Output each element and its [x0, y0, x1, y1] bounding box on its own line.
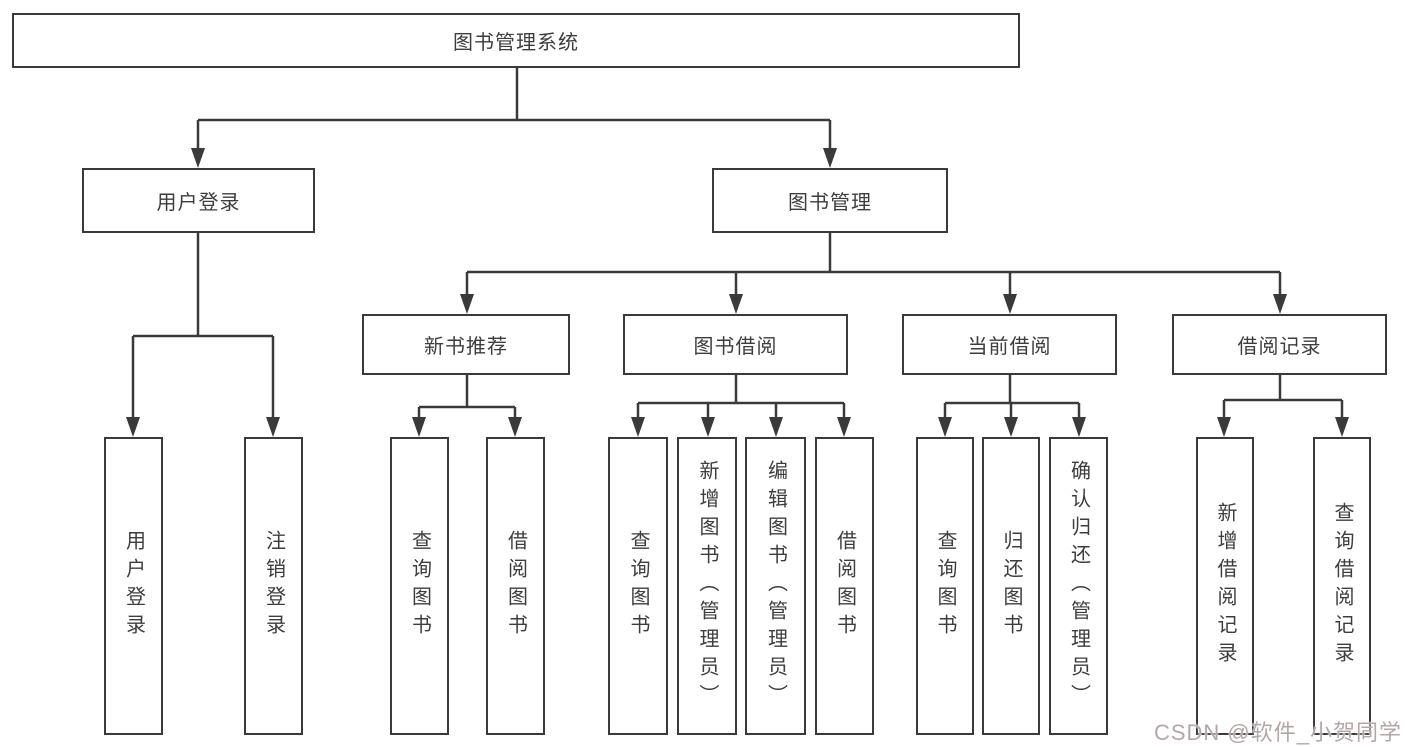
node-label: 图书管理系统	[453, 32, 579, 54]
leaf-label: 归还图书	[1000, 530, 1022, 642]
leaf-confirm-return-admin: 确认归还（管理员）	[1049, 437, 1108, 735]
leaf-query-books-recommend: 查询图书	[390, 437, 449, 735]
leaf-edit-books-admin: 编辑图书（管理员）	[745, 437, 806, 735]
node-book-borrow: 图书借阅	[623, 314, 848, 375]
node-label: 图书管理	[788, 192, 872, 214]
node-new-book-recommend: 新书推荐	[362, 314, 570, 375]
node-user-login: 用户登录	[82, 168, 315, 233]
leaf-user-login: 用户登录	[104, 437, 163, 735]
node-label: 当前借阅	[967, 336, 1052, 358]
node-label: 图书借阅	[693, 336, 778, 358]
leaf-label: 借阅图书	[504, 530, 527, 642]
node-borrow-records: 借阅记录	[1172, 314, 1387, 375]
node-label: 新书推荐	[424, 336, 508, 358]
node-label: 借阅记录	[1237, 336, 1322, 358]
leaf-label: 注销登录	[262, 530, 285, 642]
leaf-query-borrow-record: 查询借阅记录	[1313, 437, 1371, 735]
leaf-add-books-admin: 新增图书（管理员）	[677, 437, 737, 735]
leaf-label: 用户登录	[122, 530, 145, 642]
leaf-logout: 注销登录	[244, 437, 303, 735]
node-current-borrow: 当前借阅	[902, 314, 1117, 375]
node-root-system: 图书管理系统	[12, 13, 1020, 68]
csdn-watermark: CSDN @软件_小贺同学	[1153, 720, 1402, 745]
leaf-return-books: 归还图书	[982, 437, 1040, 735]
leaf-add-borrow-record: 新增借阅记录	[1196, 437, 1254, 735]
leaf-borrow-books: 借阅图书	[815, 437, 874, 735]
leaf-label: 编辑图书（管理员）	[764, 460, 787, 712]
leaf-query-books-current: 查询图书	[916, 437, 974, 735]
leaf-label: 新增图书（管理员）	[696, 460, 718, 712]
leaf-query-books-borrow: 查询图书	[608, 437, 668, 735]
leaf-label: 借阅图书	[833, 530, 856, 642]
node-book-management: 图书管理	[712, 168, 948, 233]
leaf-label: 新增借阅记录	[1214, 502, 1236, 670]
leaf-label: 确认归还（管理员）	[1067, 460, 1090, 712]
leaf-label: 查询借阅记录	[1331, 502, 1353, 670]
leaf-label: 查询图书	[627, 530, 649, 642]
node-label: 用户登录	[156, 192, 241, 214]
leaf-borrow-books-recommend: 借阅图书	[486, 437, 545, 735]
leaf-label: 查询图书	[408, 530, 431, 642]
leaf-label: 查询图书	[934, 530, 956, 642]
